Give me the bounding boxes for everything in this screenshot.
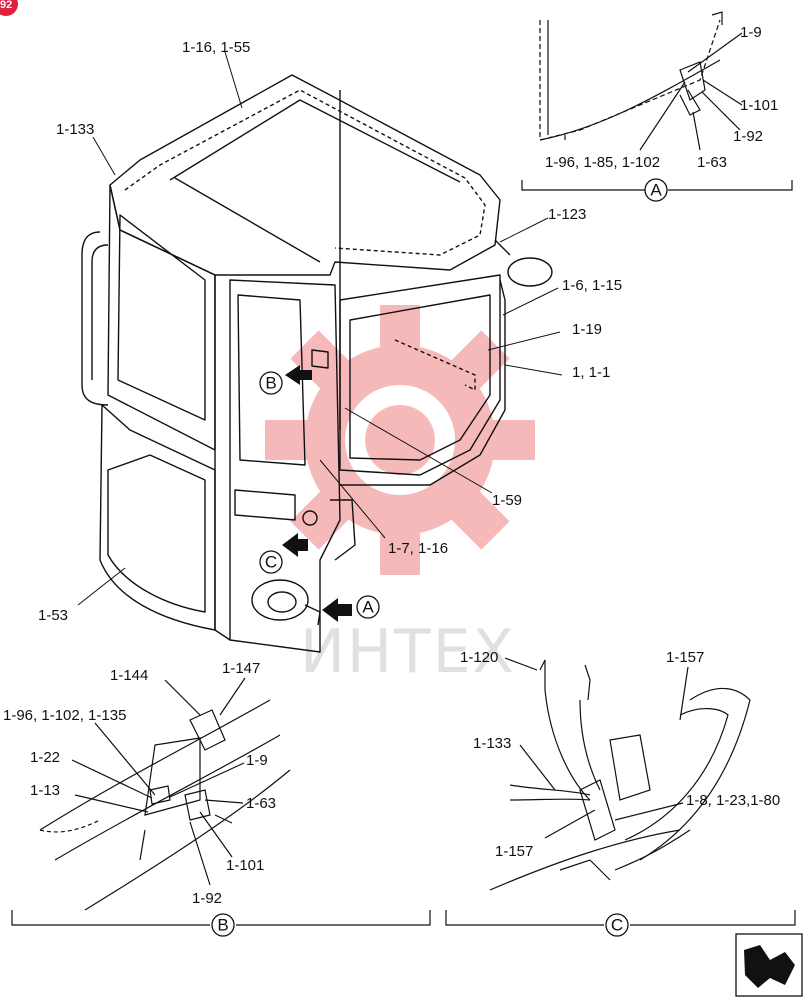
label-1-53: 1-53 — [38, 607, 68, 624]
label-c-1-8: 1-8, 1-23,1-80 — [686, 792, 780, 809]
detail-b — [11, 677, 431, 926]
callout-c-detail: C — [605, 913, 629, 937]
svg-text:A: A — [362, 598, 374, 617]
watermark-text: ИНТЕХ — [300, 617, 516, 687]
label-1-59: 1-59 — [492, 492, 522, 509]
label-a-1-96: 1-96, 1-85, 1-102 — [545, 154, 660, 171]
label-1-133-main: 1-133 — [56, 121, 94, 138]
label-a-1-63: 1-63 — [697, 154, 727, 171]
label-1-16-1-55: 1-16, 1-55 — [182, 39, 250, 56]
label-b-1-92: 1-92 — [192, 890, 222, 907]
label-c-1-157-bottom: 1-157 — [495, 843, 533, 860]
label-1-6-1-15: 1-6, 1-15 — [562, 277, 622, 294]
label-b-1-13: 1-13 — [30, 782, 60, 799]
callout-b-detail: B — [211, 913, 235, 937]
callout-a-main: A — [356, 595, 380, 619]
detail-c — [445, 657, 796, 926]
label-b-1-63: 1-63 — [246, 795, 276, 812]
label-a-1-9: 1-9 — [740, 24, 762, 41]
label-1-7-1-16: 1-7, 1-16 — [388, 540, 448, 557]
label-c-1-157-top: 1-157 — [666, 649, 704, 666]
callout-b-main: B — [259, 371, 283, 395]
callout-c-main: C — [259, 550, 283, 574]
cab-assembly — [81, 74, 553, 653]
label-1-1-1: 1, 1-1 — [572, 364, 610, 381]
arrow-c-main — [282, 533, 308, 557]
svg-text:C: C — [265, 553, 277, 572]
label-a-1-101: 1-101 — [740, 97, 778, 114]
svg-text:C: C — [611, 916, 623, 935]
label-1-123: 1-123 — [548, 206, 586, 223]
detail-a — [521, 11, 793, 191]
label-b-1-96: 1-96, 1-102, 1-135 — [3, 707, 126, 724]
svg-text:A: A — [650, 181, 662, 200]
arrow-b-main — [285, 365, 312, 385]
label-b-1-144: 1-144 — [110, 667, 148, 684]
label-c-1-120: 1-120 — [460, 649, 498, 666]
label-b-1-147: 1-147 — [222, 660, 260, 677]
label-b-1-101: 1-101 — [226, 857, 264, 874]
leader-lines-main — [77, 51, 563, 606]
callout-a-detail: A — [644, 178, 668, 202]
watermark-gear-icon — [265, 305, 535, 575]
next-page-arrow-icon[interactable] — [735, 933, 803, 997]
arrow-a-main — [322, 598, 352, 622]
svg-text:B: B — [265, 374, 276, 393]
svg-text:B: B — [217, 916, 228, 935]
page-badge: 92 — [0, 0, 18, 16]
page-badge-number: 92 — [0, 0, 12, 11]
label-b-1-9: 1-9 — [246, 752, 268, 769]
label-1-19: 1-19 — [572, 321, 602, 338]
label-a-1-92: 1-92 — [733, 128, 763, 145]
label-c-1-133: 1-133 — [473, 735, 511, 752]
label-b-1-22: 1-22 — [30, 749, 60, 766]
